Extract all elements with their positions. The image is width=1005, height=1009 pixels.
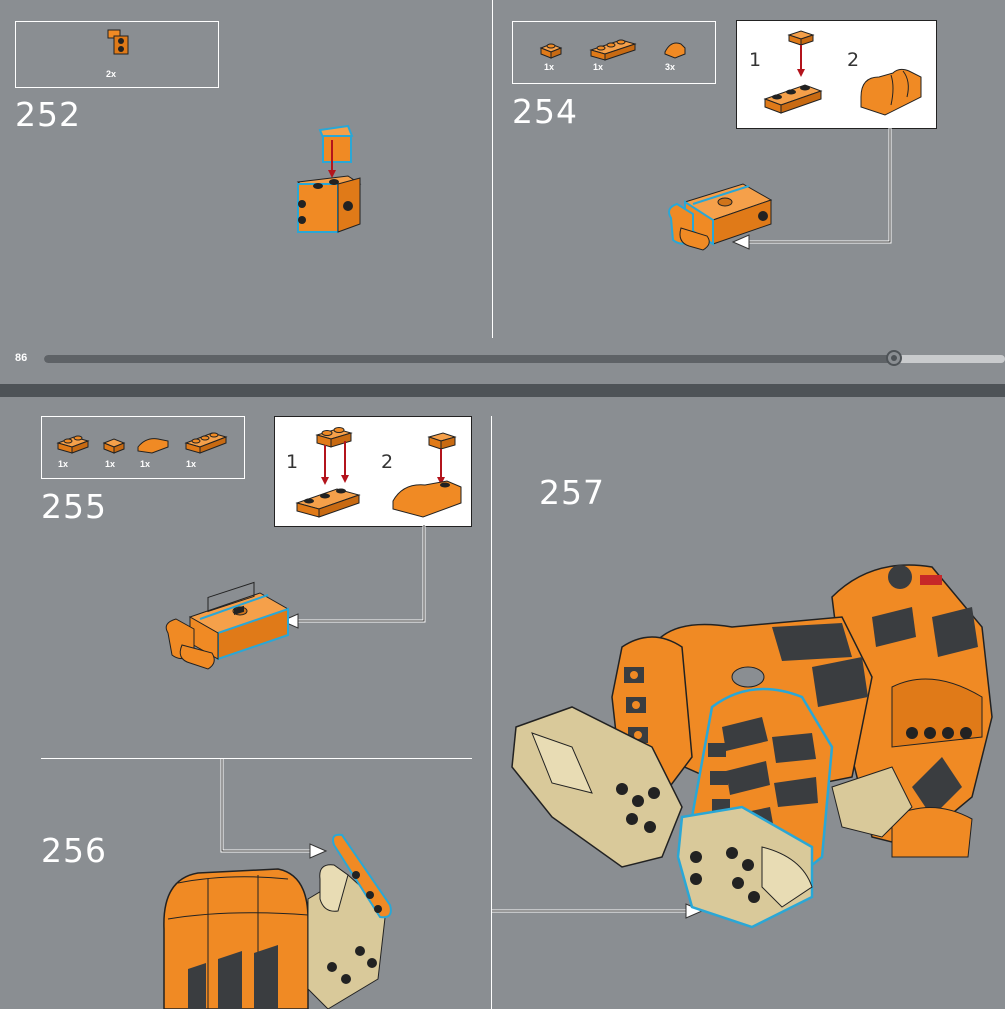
step-number: 254 — [512, 92, 578, 131]
step-257-panel: 257 — [492, 397, 1005, 1009]
step-number: 255 — [41, 487, 107, 526]
progress-band: 86 — [0, 338, 1005, 384]
part-qty: 1x — [544, 62, 555, 72]
bracket-part-icon — [107, 29, 129, 55]
page-separator — [0, 384, 1005, 397]
step-257-connector-line — [492, 903, 704, 919]
callout-step-2: 2 — [381, 451, 394, 473]
callout-step-1: 1 — [286, 451, 299, 473]
page-number: 86 — [15, 352, 28, 364]
vertical-divider-top — [492, 0, 493, 352]
plate-1x3-icon — [184, 432, 228, 454]
parts-list-254: 1x 1x 3x — [512, 21, 716, 84]
part-qty: 1x — [593, 62, 604, 72]
step-number: 257 — [539, 473, 605, 512]
plate-1x3-icon — [589, 39, 637, 61]
step-number: 252 — [15, 95, 81, 134]
step-257-model-illustration — [511, 564, 993, 929]
part-qty: 2x — [106, 69, 117, 79]
step-number: 256 — [41, 831, 107, 870]
progress-handle[interactable] — [886, 350, 902, 366]
step-254-panel: 1x 1x 3x 254 1 2 — [493, 0, 1005, 338]
step-256-connector-line — [220, 759, 328, 859]
step-255-panel: 1x 1x 1x 1x 255 1 — [0, 397, 490, 757]
part-qty: 1x — [186, 459, 197, 469]
part-qty: 1x — [58, 459, 69, 469]
plate-1x1-icon — [539, 43, 563, 59]
progress-fill — [44, 355, 896, 363]
tile-1x1-icon — [102, 438, 126, 454]
callout-2-illustration — [392, 432, 462, 518]
step-252-panel: 2x 252 — [0, 0, 492, 338]
callout-step-2: 2 — [847, 49, 860, 71]
step-254-connector-line — [731, 128, 892, 250]
step-255-build-illustration — [165, 581, 290, 670]
sub-assembly-callout-254: 1 2 — [736, 20, 937, 129]
part-qty: 3x — [665, 62, 676, 72]
curved-slope-icon — [664, 42, 686, 59]
vertical-divider-bottom — [491, 416, 492, 1009]
curved-slope-2x1-icon — [137, 438, 169, 454]
plate-1x2-icon — [56, 435, 90, 454]
step-256-build-illustration — [163, 833, 392, 1009]
step-254-build-illustration — [668, 183, 773, 251]
callout-1-illustration — [763, 30, 823, 114]
parts-list-252: 2x — [15, 21, 219, 88]
step-256-panel: 256 — [0, 759, 490, 1009]
callout-step-1: 1 — [749, 49, 762, 71]
callout-1-illustration — [295, 427, 361, 518]
sub-assembly-callout-255: 1 2 — [274, 416, 472, 527]
step-252-build-illustration — [296, 124, 362, 233]
parts-list-255: 1x 1x 1x 1x — [41, 416, 245, 479]
part-qty: 1x — [105, 459, 116, 469]
horizontal-divider-255-256 — [41, 758, 472, 759]
callout-2-illustration — [860, 68, 922, 116]
step-255-connector-line — [280, 525, 426, 629]
part-qty: 1x — [140, 459, 151, 469]
